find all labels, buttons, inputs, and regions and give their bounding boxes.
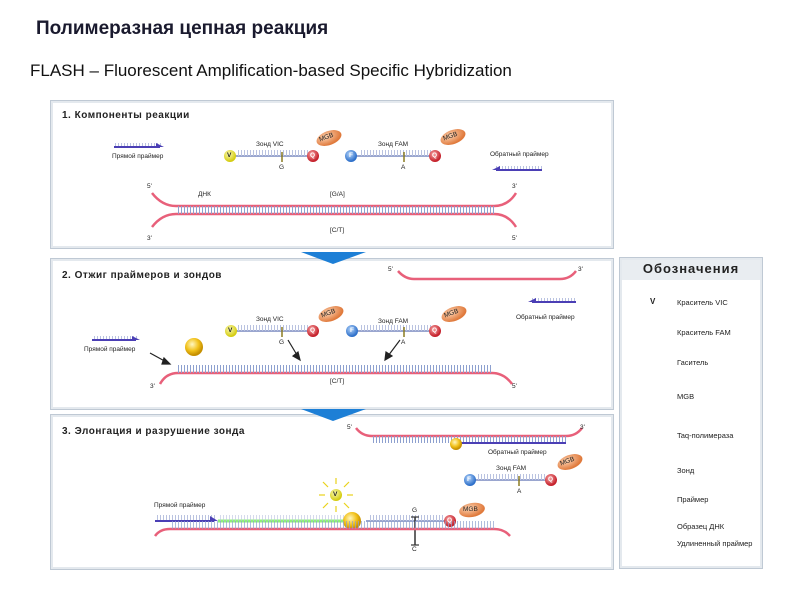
p1-fam-probe-label: Зонд FAM [378, 141, 409, 148]
step-arrow-icon [301, 252, 366, 264]
page-subtitle: FLASH – Fluorescent Amplification-based … [30, 61, 512, 80]
legend-primer-label: Праймер [677, 495, 709, 504]
p2-reverse-primer-label: Обратный праймер [516, 314, 575, 321]
p1-q2-letter: Q [432, 152, 438, 159]
legend-dna-label: Образец ДНК [677, 522, 725, 531]
p1-top-allele: [G/A] [330, 191, 345, 198]
p3-extended-primer [155, 515, 346, 523]
p1-bottom-allele: [C/T] [330, 227, 345, 234]
p3-released-vic [319, 478, 353, 512]
p1-vic-probe [224, 130, 342, 162]
vic-dye-icon [224, 150, 236, 162]
p3-reverse-primer-label: Обратный праймер [488, 449, 547, 456]
p3-base-a: A [517, 488, 522, 495]
panel-1-title: 1. Компоненты реакции [62, 110, 190, 121]
p1-reverse-primer [492, 166, 542, 171]
legend-quencher-label: Гаситель [677, 358, 709, 367]
p1-vic-probe-label: Зонд VIC [256, 141, 284, 148]
p2-bottom-allele: [C/T] [330, 378, 345, 385]
p2-five-top: 5' [388, 266, 393, 273]
p3-three-top: 3' [580, 424, 585, 431]
legend-fam-label: Краситель FAM [677, 328, 731, 337]
p1-three-right: 3' [512, 183, 517, 190]
p1-dna-label: ДНК [198, 191, 211, 198]
p3-forward-primer-label: Прямой праймер [154, 502, 206, 509]
panel-2-title: 2. Отжиг праймеров и зондов [62, 270, 222, 281]
p3-mgb2-label: MGB [463, 506, 478, 513]
p2-base-g: G [279, 339, 285, 346]
p2-taq-polymerase [185, 338, 203, 356]
legend-mgb-letter: MGB [639, 392, 655, 399]
p1-five-right: 5' [512, 235, 517, 242]
panel-annealing [50, 258, 614, 410]
p2-fam-probe-label: Зонд FAM [378, 318, 409, 325]
p3-fam-probe [464, 454, 583, 486]
p2-fam-probe [346, 306, 467, 337]
legend-f-letter: F [650, 327, 655, 336]
p1-dna-duplex [151, 192, 518, 228]
p3-five-top: 5' [347, 424, 352, 431]
p2-annealing-arrows [149, 339, 401, 365]
legend-vic-label: Краситель VIC [677, 298, 728, 307]
p2-base-a: A [401, 339, 406, 346]
p2-top-strand [397, 270, 577, 281]
p2-vic-probe-label: Зонд VIC [256, 316, 284, 323]
p1-three-left: 3' [147, 235, 152, 242]
p2-forward-primer [92, 336, 140, 341]
p3-f-letter: F [467, 476, 471, 483]
page-title: Полимеразная цепная реакция [36, 18, 329, 39]
legend-taq-label: Taq-полимераза [677, 431, 734, 440]
p3-top-strand [355, 427, 583, 450]
p2-three-bottom: 3' [150, 383, 155, 390]
p2-forward-primer-label: Прямой праймер [84, 346, 136, 353]
legend-header [622, 260, 760, 280]
p2-reverse-primer [528, 298, 576, 303]
legend-probe-label: Зонд [677, 466, 695, 475]
legend-q-letter: Q [649, 357, 656, 366]
p3-q2-letter: Q [447, 517, 453, 524]
p2-bottom-strand [158, 365, 514, 385]
p1-reverse-primer-label: Обратный праймер [490, 151, 549, 158]
p1-q1-letter: Q [310, 152, 316, 159]
p1-v-letter: V [227, 152, 232, 159]
step-arrow-icon [301, 409, 366, 421]
legend-mgb-label: MGB [677, 392, 695, 401]
p1-forward-primer-label: Прямой праймер [112, 153, 164, 160]
p1-fam-probe [345, 129, 466, 162]
p3-q1-letter: Q [548, 476, 554, 483]
p2-v-letter: V [228, 327, 233, 334]
p2-three-top: 3' [578, 266, 583, 273]
panel-components [50, 100, 614, 249]
panel-3-title: 3. Элонгация и разрушение зонда [62, 426, 245, 437]
p2-q2-letter: Q [432, 327, 438, 334]
p3-base-g: G [412, 507, 418, 514]
legend-title: Обозначения [642, 261, 740, 276]
legend-extended-label: Удлиненный праймер [677, 539, 753, 548]
fam-dye-icon [345, 150, 357, 162]
legend-v-letter: V [650, 297, 656, 306]
p3-fam-probe-label: Зонд FAM [496, 465, 527, 472]
p1-base-a: A [401, 164, 406, 171]
p3-base-c: C [412, 546, 417, 553]
p1-five-left: 5' [147, 183, 152, 190]
legend-panel: Обозначения [619, 257, 763, 569]
p2-vic-probe [225, 306, 344, 337]
p1-base-g: G [279, 164, 285, 171]
quencher-icon [429, 150, 441, 162]
p3-v-letter: V [333, 491, 338, 498]
quencher-icon [307, 150, 319, 162]
p3-bottom-strand [153, 521, 511, 537]
p3-taq-top [450, 438, 462, 450]
p2-five-bottom: 5' [512, 383, 517, 390]
p1-forward-primer [114, 143, 164, 148]
p2-f-letter: F [350, 327, 354, 334]
p1-f-letter: F [349, 152, 353, 159]
p2-q1-letter: Q [310, 327, 316, 334]
mgb-icon [316, 130, 342, 146]
mgb-icon [440, 129, 466, 145]
